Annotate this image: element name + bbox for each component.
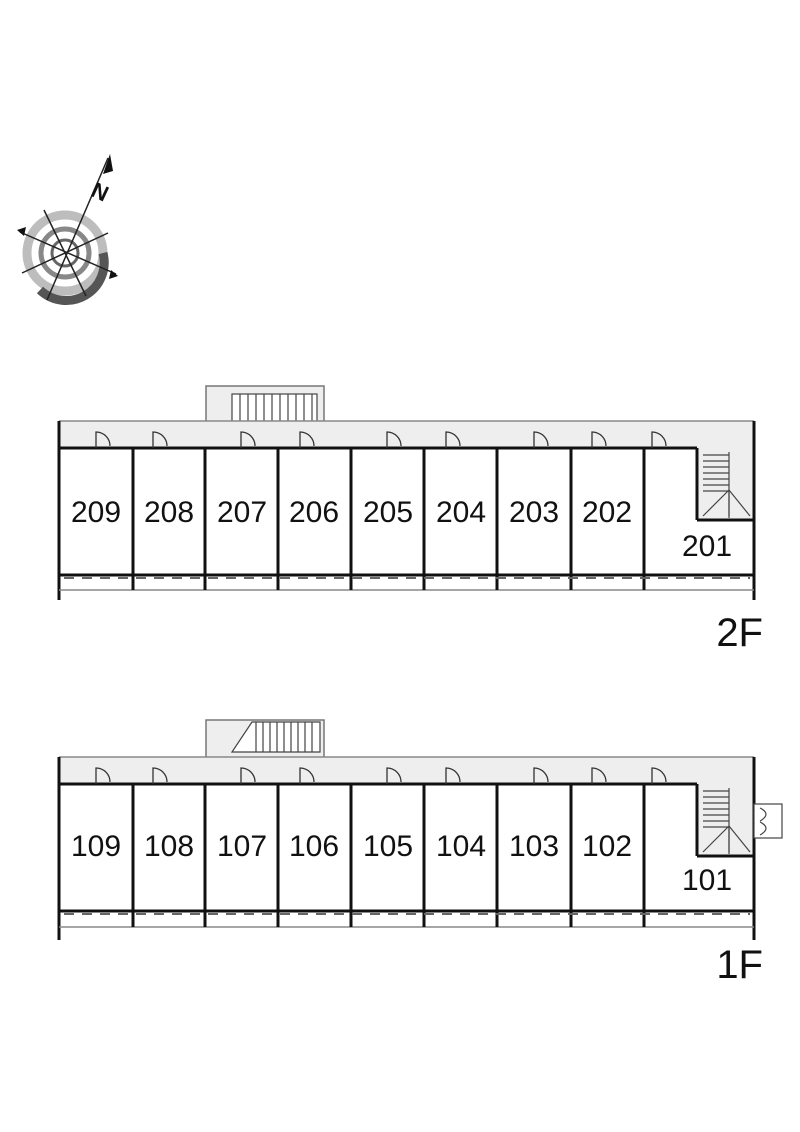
floor-2f: 209 208 207 206 205 204 203 202 201 2F [57,385,763,655]
unit-label-207: 207 [217,496,267,529]
unit-label-108: 108 [144,830,194,863]
unit-label-203: 203 [509,496,559,529]
floor-label-1f: 1F [716,943,763,987]
unit-label-107: 107 [217,830,267,863]
staircase-right-1f [702,788,751,854]
compass-north-label: N [88,177,113,206]
unit-label-202: 202 [582,496,632,529]
doors-1f [95,767,667,784]
staircase-top-1f [230,721,321,753]
unit-label-204: 204 [436,496,486,529]
unit-label-102: 102 [582,830,632,863]
unit-label-109: 109 [71,830,121,863]
doors-2f [95,431,667,448]
compass-rose-icon: N [17,154,118,305]
staircase-top-2f [231,393,318,423]
unit-label-208: 208 [144,496,194,529]
floor-1f: 109 108 107 106 105 104 103 102 101 1F [57,719,783,987]
unit-label-106: 106 [289,830,339,863]
entrance-door-icon [753,803,783,839]
staircase-right-2f [702,452,751,518]
unit-label-206: 206 [289,496,339,529]
corridor-end-2f [697,421,754,521]
corridor-2f [59,421,754,449]
unit-label-101: 101 [682,864,732,897]
corridor-end-1f [697,757,754,857]
floor-label-2f: 2F [716,611,763,655]
unit-label-209: 209 [71,496,121,529]
corridor-1f [59,757,754,785]
unit-label-201: 201 [682,530,732,563]
unit-label-205: 205 [363,496,413,529]
unit-label-103: 103 [509,830,559,863]
unit-label-104: 104 [436,830,486,863]
unit-label-105: 105 [363,830,413,863]
